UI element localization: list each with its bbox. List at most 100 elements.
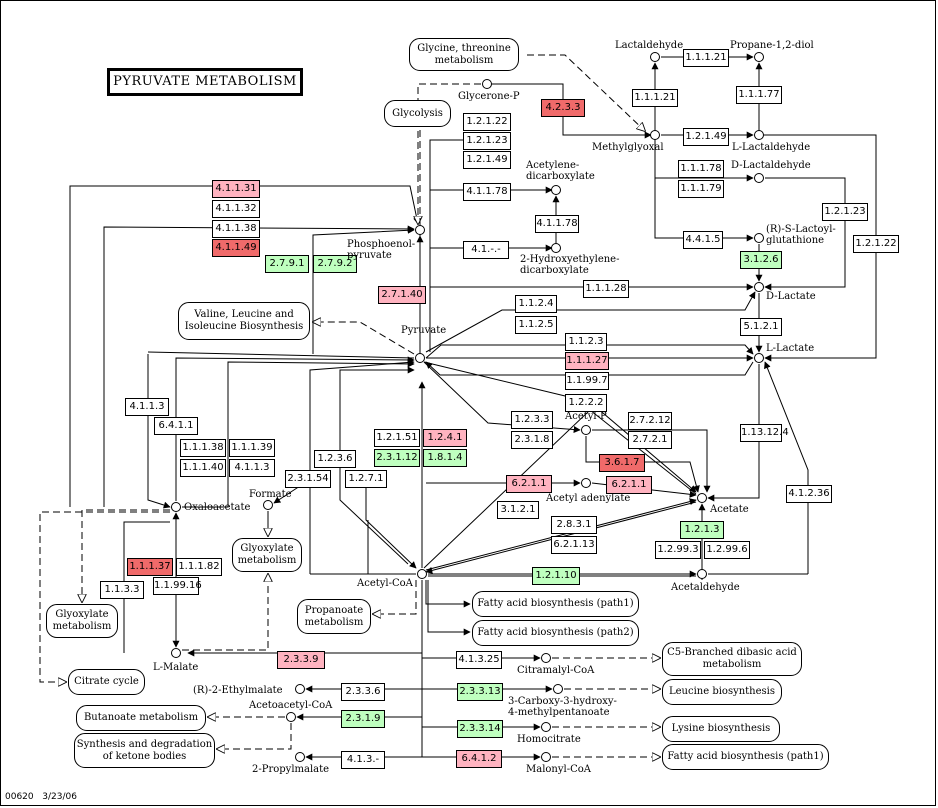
enzyme-box-e6[interactable]: 2.7.9.2 xyxy=(313,255,357,273)
enzyme-box-e8[interactable]: 4.2.3.3 xyxy=(541,99,585,117)
enzyme-box-e64[interactable]: 1.1.3.3 xyxy=(100,581,144,599)
enzyme-box-e59[interactable]: 1.2.99.3 xyxy=(655,541,701,559)
enzyme-box-e1[interactable]: 4.1.1.31 xyxy=(212,180,260,198)
enzyme-box-e36[interactable]: 2.3.1.8 xyxy=(511,431,553,449)
enzyme-box-e41[interactable]: 1.2.4.1 xyxy=(423,429,467,447)
enzyme-box-e40[interactable]: 1.2.1.51 xyxy=(374,429,420,447)
enzyme-box-e57[interactable]: 1.2.1.3 xyxy=(680,521,724,539)
compound-node-c15[interactable] xyxy=(581,478,591,488)
compound-node-c28[interactable] xyxy=(541,752,551,762)
enzyme-box-e4[interactable]: 4.1.1.49 xyxy=(212,239,260,257)
map-link-m3[interactable]: Valine, Leucine and Isoleucine Biosynthe… xyxy=(178,302,310,340)
compound-node-c26[interactable] xyxy=(541,722,551,732)
enzyme-box-e20[interactable]: 1.1.1.79 xyxy=(678,180,724,198)
compound-node-c19[interactable] xyxy=(417,569,427,579)
enzyme-box-e68[interactable]: 2.3.3.6 xyxy=(341,683,385,701)
compound-node-c24[interactable] xyxy=(553,684,563,694)
enzyme-box-e60[interactable]: 1.2.99.6 xyxy=(704,541,750,559)
compound-node-c11[interactable] xyxy=(754,282,764,292)
map-link-m12[interactable]: Butanoate metabolism xyxy=(76,705,206,731)
compound-node-c22[interactable] xyxy=(541,653,551,663)
map-link-m15[interactable]: Fatty acid biosynthesis (path1) xyxy=(662,744,829,770)
compound-node-c10[interactable] xyxy=(754,233,764,243)
map-link-m7[interactable]: Citrate cycle xyxy=(68,669,145,695)
enzyme-box-e48[interactable]: 1.2.3.6 xyxy=(314,450,356,468)
compound-node-c6[interactable] xyxy=(551,185,561,195)
enzyme-box-e56[interactable]: 2.8.3.1 xyxy=(551,516,597,534)
enzyme-box-e10[interactable]: 1.2.1.23 xyxy=(463,132,511,150)
enzyme-box-e30[interactable]: 1.1.1.27 xyxy=(565,352,609,370)
enzyme-box-e43[interactable]: 1.8.1.4 xyxy=(423,449,467,467)
compound-node-c17[interactable] xyxy=(263,500,273,510)
enzyme-box-e18[interactable]: 1.2.1.49 xyxy=(683,128,729,146)
map-link-m9[interactable]: Fatty acid biosynthesis (path2) xyxy=(472,620,639,646)
enzyme-box-e31[interactable]: 1.1.99.7 xyxy=(565,372,609,390)
enzyme-box-e24[interactable]: 3.1.2.6 xyxy=(740,251,782,269)
map-link-m4[interactable]: Glyoxylate metabolism xyxy=(232,538,302,572)
compound-node-c8[interactable] xyxy=(415,225,425,235)
enzyme-box-e21[interactable]: 1.2.1.23 xyxy=(822,203,868,221)
enzyme-box-e11[interactable]: 1.2.1.49 xyxy=(463,151,511,169)
compound-node-c7[interactable] xyxy=(754,173,764,183)
enzyme-box-e22[interactable]: 1.2.1.22 xyxy=(853,235,899,253)
enzyme-box-e38[interactable]: 2.7.2.1 xyxy=(628,431,672,449)
enzyme-box-e27[interactable]: 1.1.2.5 xyxy=(515,316,557,334)
enzyme-box-e69[interactable]: 2.3.3.13 xyxy=(457,683,503,701)
enzyme-box-e70[interactable]: 2.3.1.9 xyxy=(341,710,385,728)
enzyme-box-e34[interactable]: 6.4.1.1 xyxy=(154,417,198,435)
map-link-m14[interactable]: Lysine biosynthesis xyxy=(662,716,780,742)
enzyme-box-e49[interactable]: 3.6.1.7 xyxy=(599,454,645,472)
compound-node-c20[interactable] xyxy=(697,569,707,579)
compound-node-c1[interactable] xyxy=(482,79,492,89)
enzyme-box-e35[interactable]: 1.2.3.3 xyxy=(511,411,553,429)
enzyme-box-e25[interactable]: 1.1.1.28 xyxy=(583,280,629,298)
enzyme-box-e14[interactable]: 4.1.-.- xyxy=(463,241,509,259)
enzyme-box-e63[interactable]: 1.2.1.10 xyxy=(532,567,580,585)
enzyme-box-e2[interactable]: 4.1.1.32 xyxy=(212,200,260,218)
map-link-m5[interactable]: Glyoxylate metabolism xyxy=(46,604,118,638)
enzyme-box-e45[interactable]: 1.1.1.39 xyxy=(229,439,275,457)
map-link-m1[interactable]: Glycine, threonine metabolism xyxy=(409,38,519,71)
enzyme-box-e33[interactable]: 4.1.1.3 xyxy=(125,398,169,416)
compound-node-c4[interactable] xyxy=(650,130,660,140)
map-link-m13[interactable]: Synthesis and degradation of ketone bodi… xyxy=(74,733,215,768)
enzyme-box-e19[interactable]: 1.1.1.78 xyxy=(678,160,724,178)
compound-node-c5[interactable] xyxy=(754,130,764,140)
enzyme-box-e67[interactable]: 4.1.3.25 xyxy=(456,651,502,669)
enzyme-box-e12[interactable]: 4.1.1.78 xyxy=(463,183,511,201)
enzyme-box-e50[interactable]: 2.3.1.54 xyxy=(285,470,331,488)
map-link-m11[interactable]: Leucine biosynthesis xyxy=(662,679,782,705)
enzyme-box-e61[interactable]: 1.1.1.37 xyxy=(127,558,173,576)
map-link-m10[interactable]: C5-Branched dibasic acid metabolism xyxy=(662,642,802,676)
compound-node-c18[interactable] xyxy=(171,502,181,512)
compound-node-c12[interactable] xyxy=(415,353,425,363)
enzyme-box-e23[interactable]: 4.4.1.5 xyxy=(683,231,723,249)
compound-node-c13[interactable] xyxy=(754,353,764,363)
enzyme-box-e47[interactable]: 4.1.1.3 xyxy=(229,459,275,477)
compound-node-c21[interactable] xyxy=(171,648,181,658)
enzyme-box-e28[interactable]: 5.1.2.1 xyxy=(740,318,782,336)
enzyme-box-e7[interactable]: 2.7.1.40 xyxy=(378,286,426,304)
enzyme-box-e65[interactable]: 1.1.99.16 xyxy=(153,577,202,595)
map-link-m2[interactable]: Glycolysis xyxy=(384,100,451,127)
enzyme-box-e71[interactable]: 2.3.3.14 xyxy=(457,720,503,738)
compound-node-c9[interactable] xyxy=(551,243,561,253)
enzyme-box-e16[interactable]: 1.1.1.21 xyxy=(632,89,678,107)
compound-node-c27[interactable] xyxy=(295,752,305,762)
enzyme-box-e15[interactable]: 1.1.1.21 xyxy=(683,49,729,67)
map-link-m8[interactable]: Fatty acid biosynthesis (path1) xyxy=(472,591,639,617)
enzyme-box-e39[interactable]: 1.13.12.4 xyxy=(740,424,789,442)
enzyme-box-e46[interactable]: 1.1.1.40 xyxy=(180,459,226,477)
enzyme-box-e5[interactable]: 2.7.9.1 xyxy=(265,255,309,273)
enzyme-box-e53[interactable]: 6.2.1.1 xyxy=(606,476,652,494)
enzyme-box-e73[interactable]: 6.4.1.2 xyxy=(456,750,502,768)
enzyme-box-e26[interactable]: 1.1.2.4 xyxy=(515,295,557,313)
enzyme-box-e66[interactable]: 2.3.3.9 xyxy=(277,651,325,669)
enzyme-box-e54[interactable]: 4.1.2.36 xyxy=(786,485,832,503)
enzyme-box-e37[interactable]: 2.7.2.12 xyxy=(628,412,672,430)
compound-node-c25[interactable] xyxy=(286,712,296,722)
enzyme-box-e55[interactable]: 3.1.2.1 xyxy=(497,501,539,519)
compound-node-c16[interactable] xyxy=(697,493,707,503)
enzyme-box-e3[interactable]: 4.1.1.38 xyxy=(212,220,260,238)
enzyme-box-e58[interactable]: 6.2.1.13 xyxy=(551,536,597,554)
